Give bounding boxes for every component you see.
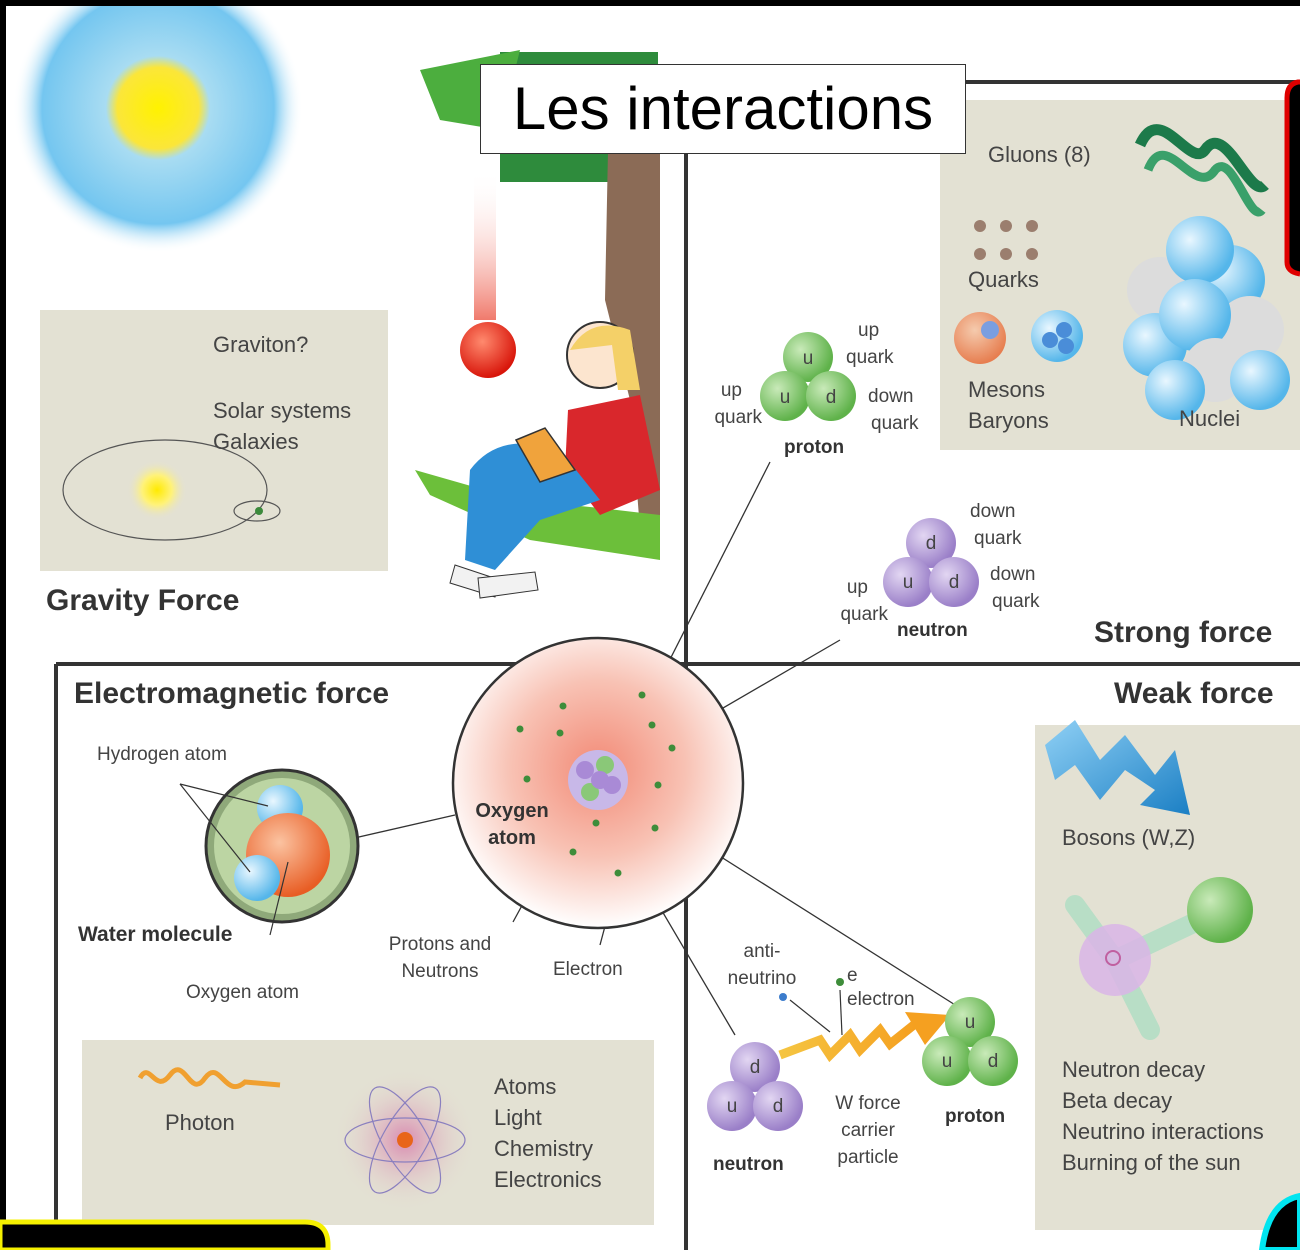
proton-top-up: up (846, 317, 894, 344)
proton-top-label: up quark (846, 317, 894, 371)
weak-proton-quark-top: u (962, 1009, 978, 1036)
proton-quark-top: u (800, 345, 816, 372)
oxygen-word: Oxygen (460, 798, 564, 825)
mesons-label: Mesons (968, 374, 1049, 405)
neutron-quark-left: u (900, 569, 916, 596)
neutron-right-quark: quark (990, 588, 1040, 615)
strong-proton-name: proton (784, 434, 844, 461)
proton-quark-left: u (777, 384, 793, 411)
protons-neutrons-label: Protons and Neutrons (372, 931, 508, 985)
proton-left-up: up (700, 377, 762, 404)
small-sun-icon (127, 460, 187, 520)
example-neutron-decay: Neutron decay (1062, 1054, 1264, 1085)
neutron-top-label: down quark (970, 498, 1022, 552)
w-force-text: W force (818, 1090, 918, 1117)
strong-heading: Strong force (1094, 620, 1272, 646)
neutron-quark-right: d (946, 569, 962, 596)
weak-neutron-name: neutron (713, 1151, 784, 1178)
proton-right-down: down (868, 383, 919, 410)
em-uses-list: Atoms Light Chemistry Electronics (494, 1071, 602, 1195)
neutron-quark-top: d (923, 530, 939, 557)
apple-icon (460, 322, 516, 378)
hadrons-labels: Mesons Baryons (968, 374, 1049, 436)
electron-dot (836, 978, 844, 986)
proton-right-label: down quark (868, 383, 919, 437)
weak-neutron-quark-right: d (770, 1093, 786, 1120)
weak-neutron-quark-left: u (724, 1093, 740, 1120)
oxygen-center-label: Oxygen atom (460, 798, 564, 852)
neutron-left-label: up quark (826, 574, 888, 628)
use-light: Light (494, 1102, 602, 1133)
neutron-left-quark: quark (826, 601, 888, 628)
baryons-label: Baryons (968, 405, 1049, 436)
carrier-text: carrier (818, 1117, 918, 1144)
antineutrino-dot (779, 993, 787, 1001)
left-border (0, 0, 6, 1250)
use-electronics: Electronics (494, 1164, 602, 1195)
nucleus-small-icon (568, 750, 628, 810)
neutrons-text: Neutrons (372, 958, 508, 985)
proton-top-quark: quark (846, 344, 894, 371)
red-callout-edge (1287, 82, 1300, 274)
weak-proton-name: proton (945, 1103, 1005, 1130)
atom-word: atom (460, 825, 564, 852)
weak-proton-quark-right: d (985, 1048, 1001, 1075)
yellow-callout-edge (0, 1222, 328, 1250)
neutron-left-up: up (826, 574, 888, 601)
w-carrier-label: W force carrier particle (818, 1090, 918, 1171)
planet-icon (255, 507, 263, 515)
weak-neutron-quark-top: d (747, 1054, 763, 1081)
neutron-top-down: down (970, 498, 1022, 525)
oxygen-small-label: Oxygen atom (186, 979, 299, 1006)
neutron-top-quark: quark (970, 525, 1022, 552)
antineutrino-label: anti- neutrino (714, 938, 810, 992)
bosons-label: Bosons (W,Z) (1062, 825, 1195, 851)
proton-left-label: up quark (700, 377, 762, 431)
proton-quark-right: d (823, 384, 839, 411)
proton-left-quark: quark (700, 404, 762, 431)
use-chemistry: Chemistry (494, 1133, 602, 1164)
scale-galaxies: Galaxies (213, 426, 351, 457)
quarks-label: Quarks (968, 267, 1039, 293)
strong-neutron-name: neutron (897, 617, 968, 644)
weak-heading: Weak force (1114, 681, 1274, 707)
e-symbol: e (847, 966, 858, 986)
anti-text: anti- (714, 938, 810, 965)
graviton-label: Graviton? (213, 332, 308, 358)
hydrogen-label: Hydrogen atom (97, 741, 227, 768)
electron-label: Electron (553, 956, 623, 983)
fall-trail (474, 170, 496, 320)
photon-label: Photon (165, 1110, 235, 1136)
neutron-right-label: down quark (990, 561, 1040, 615)
gravity-heading: Gravity Force (46, 588, 239, 614)
top-border (0, 0, 1300, 6)
gravity-scales: Solar systems Galaxies (213, 395, 351, 457)
example-neutrino-interactions: Neutrino interactions (1062, 1116, 1264, 1147)
neutrino-text: neutrino (714, 965, 810, 992)
proton-right-quark: quark (868, 410, 919, 437)
scale-solar-systems: Solar systems (213, 395, 351, 426)
gluons-label: Gluons (8) (988, 142, 1091, 168)
example-beta-decay: Beta decay (1062, 1085, 1264, 1116)
use-atoms: Atoms (494, 1071, 602, 1102)
slide-title: Les interactions (480, 64, 966, 154)
example-burning-sun: Burning of the sun (1062, 1147, 1264, 1178)
baryon-icon (1031, 310, 1083, 362)
weak-proton-quark-left: u (939, 1048, 955, 1075)
weak-electron-label: electron (847, 986, 915, 1013)
protons-and-text: Protons and (372, 931, 508, 958)
em-heading: Electromagnetic force (74, 681, 389, 707)
weak-examples-list: Neutron decay Beta decay Neutrino intera… (1062, 1054, 1264, 1178)
nuclei-label: Nuclei (1179, 406, 1240, 432)
neutron-right-down: down (990, 561, 1040, 588)
meson-icon (954, 312, 1006, 364)
particle-text: particle (818, 1144, 918, 1171)
water-molecule-label: Water molecule (78, 922, 232, 948)
